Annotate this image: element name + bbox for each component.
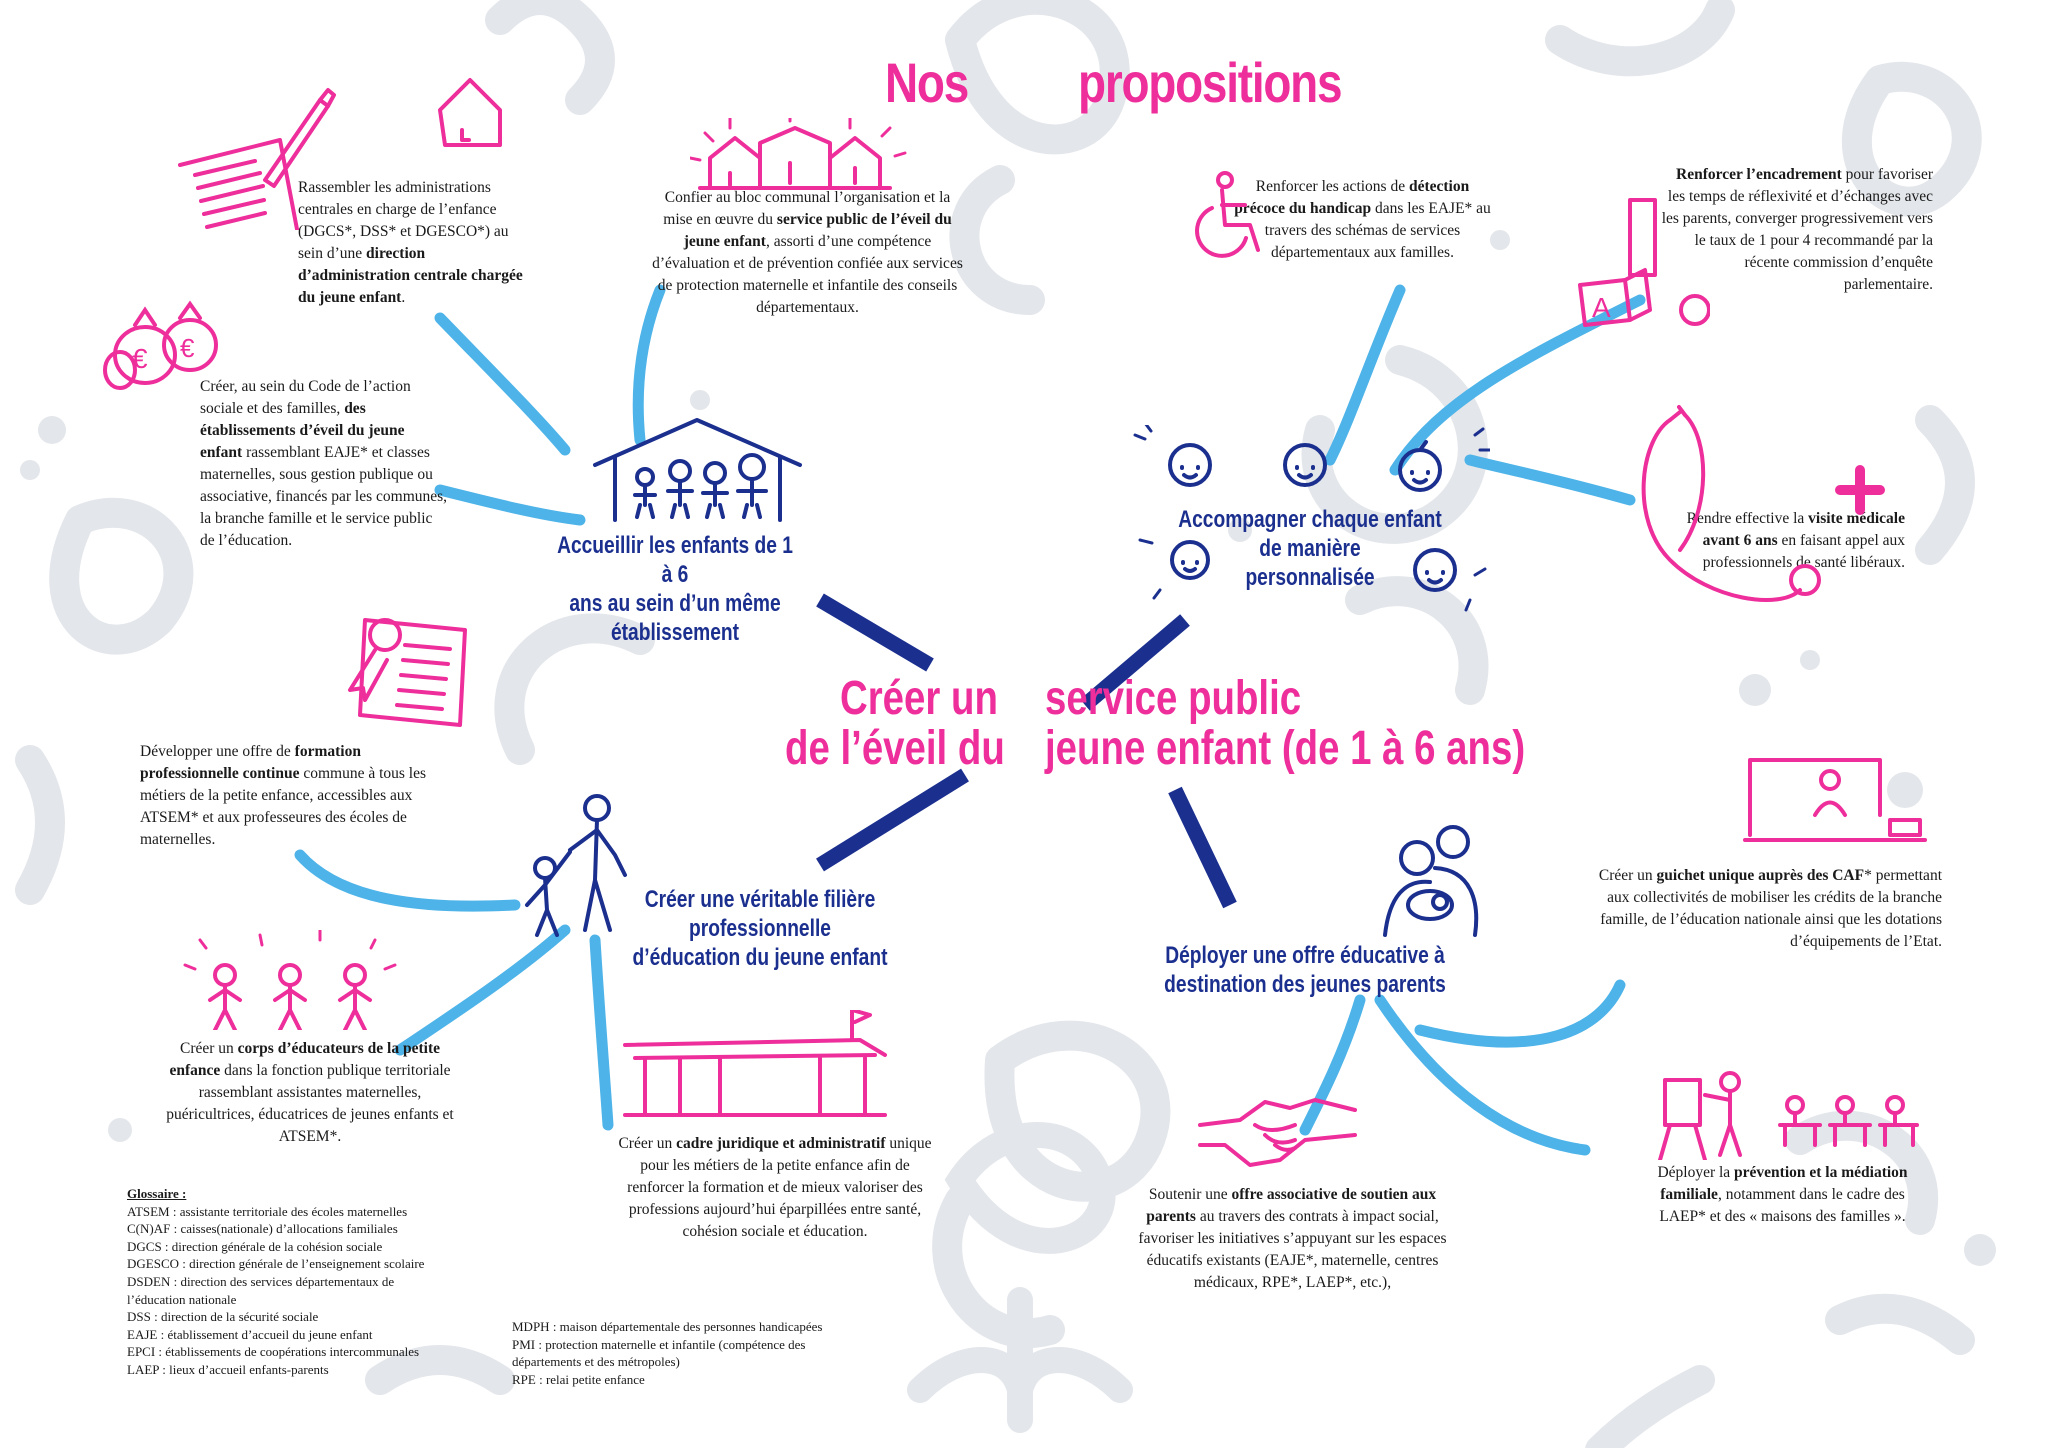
hub-filiere: Créer une véritable filière professionne… (580, 885, 940, 972)
proposal-administration-centrale: Rassembler les administrations centrales… (298, 179, 523, 306)
houses-icon (690, 118, 920, 198)
mediation-icon (1655, 1070, 1925, 1160)
connector-hub-accompagner (1080, 614, 1190, 711)
connector-hub-accueillir (816, 593, 934, 672)
glossary-entry: ATSEM : assistante territoriale des écol… (127, 1203, 408, 1219)
hub-filiere-line2: d’éducation du jeune enfant (632, 944, 888, 971)
hub-deployer-line2: destination des jeunes parents (1164, 971, 1446, 998)
svg-text:€: € (132, 343, 148, 374)
glossary-entry: l’éducation nationale (127, 1291, 237, 1307)
svg-text:€: € (180, 333, 195, 363)
stethoscope-icon (1630, 400, 1890, 630)
family-icon (1375, 820, 1495, 940)
connector-p7 (294, 849, 521, 912)
center-title-line1b: service public (1045, 672, 1302, 725)
connector-p4 (1324, 284, 1406, 466)
center-title-line1a: Créer un (840, 672, 998, 725)
connector-p9 (394, 924, 571, 1056)
hub-accompagner-line1: Accompagner chaque enfant (1178, 506, 1442, 533)
proposal-visite-medicale: Rendre effective la visite médicale avan… (1686, 510, 1905, 571)
hub-accueillir-line1: Accueillir les enfants de 1 à 6 (557, 532, 793, 588)
proposal-corps-educateurs: Créer un corps d’éducateurs de la petite… (166, 1040, 454, 1145)
hub-accompagner-line2: de manière (1259, 535, 1361, 562)
connector-p6 (1464, 454, 1636, 506)
center-title-line2b: jeune enfant (de 1 à 6 ans) (1045, 722, 1526, 775)
building-icon (620, 1010, 900, 1120)
glossary-entry: EPCI : établissements de coopérations in… (127, 1344, 420, 1360)
glossary: Glossaire : ATSEM : assistante territori… (127, 1185, 507, 1379)
proposal-bloc-communal: Confier au bloc communal l’organisation … (652, 189, 963, 316)
hub-accueillir-line2: ans au sein d’un même (569, 590, 781, 617)
glossary-entry: RPE : relai petite enfance (512, 1371, 645, 1387)
hub-accueillir-line3: établissement (610, 619, 740, 646)
connector-p1 (434, 312, 571, 456)
hub-deployer: Déployer une offre éducative à destinati… (1157, 941, 1453, 999)
document-house-icon (170, 70, 510, 230)
proposal-mediation-familiale: Déployer la prévention et la médiation f… (1657, 1164, 1908, 1225)
proposal-detection-handicap: Renforcer les actions de détection préco… (1234, 178, 1491, 261)
proposal-soutien-parents: Soutenir une offre associative de soutie… (1138, 1186, 1447, 1291)
center-title-line2a: de l’éveil du (785, 722, 1005, 775)
glossary-entry: MDPH : maison départementale des personn… (512, 1319, 823, 1334)
wheelchair-icon (1180, 170, 1270, 260)
glossary-entry: EAJE : établissement d’accueil du jeune … (127, 1326, 373, 1342)
connector-p8 (1414, 979, 1626, 1048)
baby-faces-icon (1130, 425, 1490, 625)
toy-block-letter: A (1592, 292, 1611, 323)
connector-hub-filiere (816, 768, 969, 872)
glossary-entry: DGCS : direction générale de la cohésion… (127, 1238, 383, 1254)
proposal-etablissements-eveil: Créer, au sein du Code de l’action socia… (200, 378, 448, 549)
proposal-renforcer-encadrement: Renforcer l’encadrement pour favoriser l… (1661, 166, 1933, 293)
connector-p11 (1299, 994, 1366, 1136)
handshake-icon (1195, 1080, 1360, 1170)
reception-desk-icon (1740, 755, 1930, 850)
hub-deployer-line1: Déployer une offre éducative à (1165, 942, 1445, 969)
connector-p2 (632, 284, 666, 446)
money-bags-icon: € € (100, 290, 240, 400)
hub-accompagner: Accompagner chaque enfant de manière per… (1174, 505, 1446, 592)
glossary-entry: LAEP : lieux d’accueil enfants-parents (127, 1361, 329, 1377)
glossary-entry: PMI : protection maternelle et infantile… (512, 1336, 806, 1352)
glossary-entry: départements et des métropoles) (512, 1354, 680, 1370)
glossary-title: Glossaire : (127, 1186, 187, 1201)
glossary-entry: C(N)AF : caisses(nationale) d’allocation… (127, 1221, 398, 1237)
glossary-entry: DGESCO : direction générale de l’enseign… (127, 1256, 425, 1272)
three-people-icon (180, 930, 430, 1030)
glossary-entry: DSDEN : direction des services départeme… (127, 1273, 395, 1289)
title-word-1: Nos (885, 51, 969, 114)
proposal-cadre-juridique: Créer un cadre juridique et administrati… (618, 1135, 932, 1240)
connector-hub-deployer (1168, 786, 1237, 909)
glossary-col2: MDPH : maison départementale des personn… (512, 1318, 912, 1388)
proposal-formation-continue: Développer une offre de formation profes… (140, 743, 427, 848)
school-children-icon (590, 415, 805, 525)
hub-accueillir: Accueillir les enfants de 1 à 6 ans au s… (555, 531, 795, 647)
connector-p10 (589, 934, 614, 1131)
toy-block-icon: A (1570, 195, 1710, 335)
hub-accompagner-line3: personnalisée (1245, 564, 1375, 591)
title-word-2: propositions (1078, 51, 1343, 114)
certificate-icon (335, 600, 485, 730)
glossary-entry: DSS : direction de la sécurité sociale (127, 1309, 319, 1325)
connector-p3 (434, 484, 586, 526)
connector-p12 (1374, 994, 1591, 1156)
proposal-guichet-unique: Créer un guichet unique auprès des CAF* … (1598, 867, 1942, 950)
hub-filiere-line1: Créer une véritable filière professionne… (644, 886, 876, 942)
adult-child-icon (515, 790, 655, 940)
